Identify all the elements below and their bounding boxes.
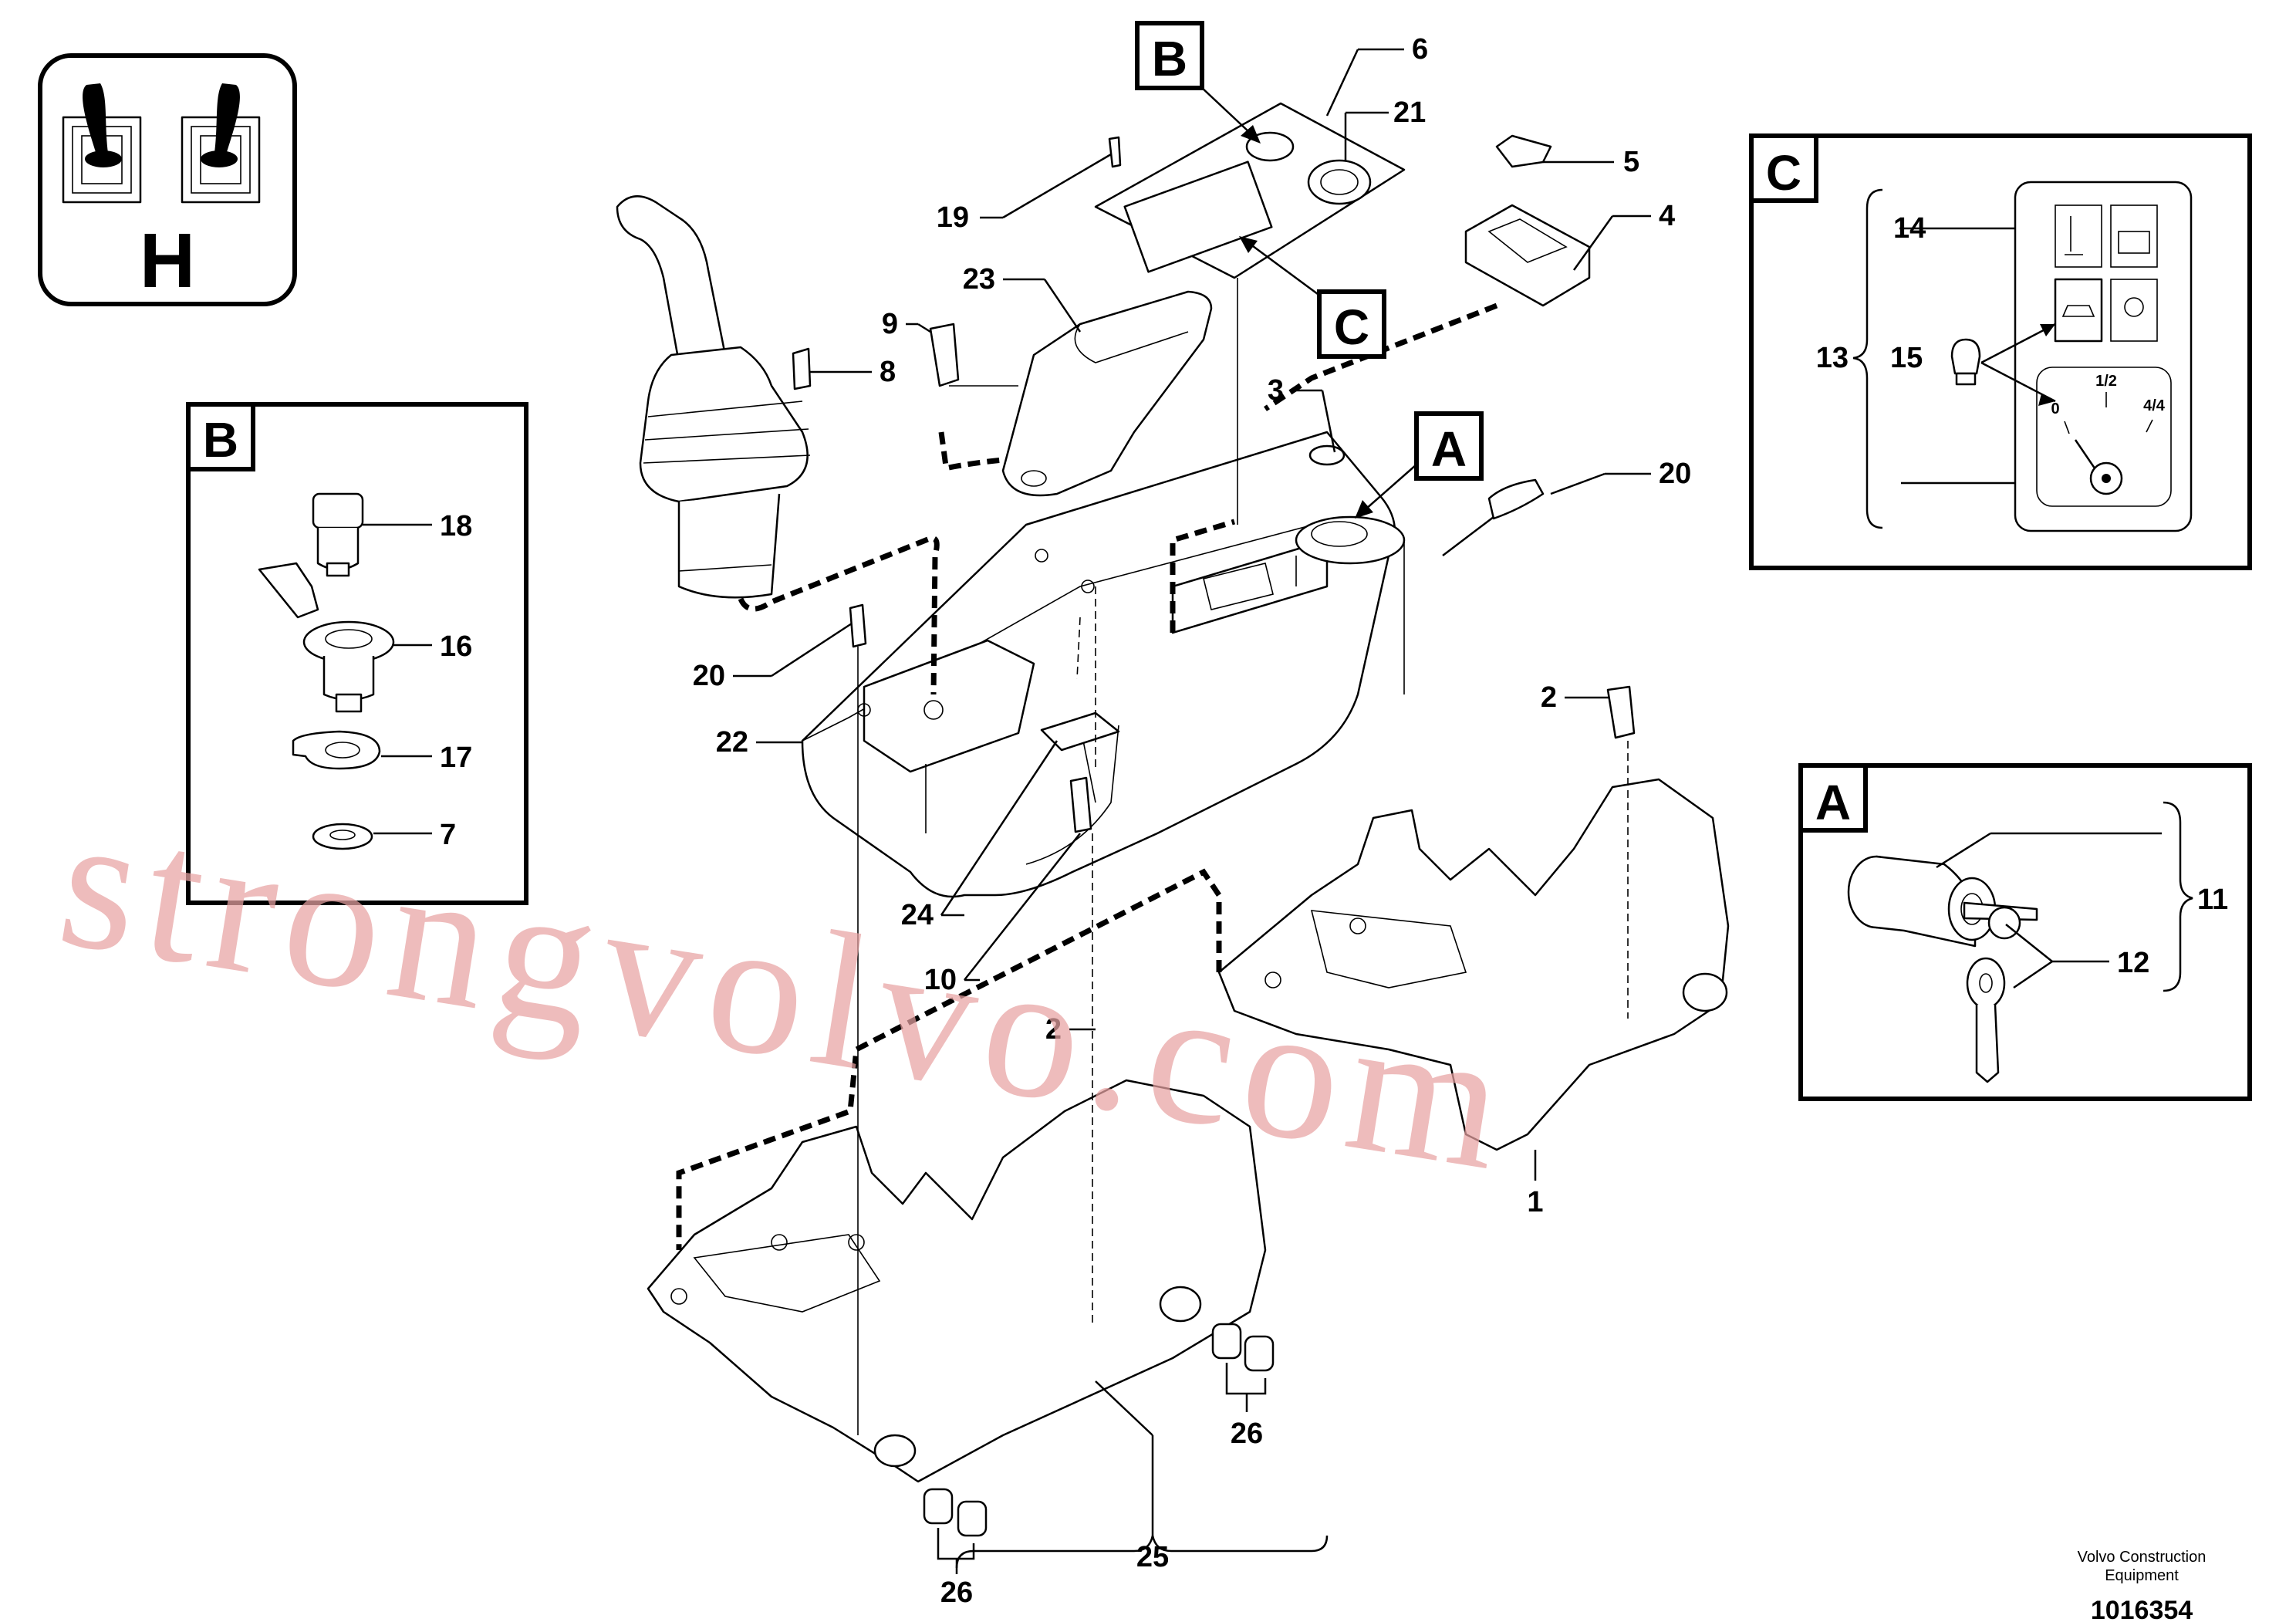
label-22: 22 (716, 726, 748, 759)
symbol-letter: H (140, 218, 195, 304)
callout-c-letter: C (1334, 299, 1369, 355)
gauge-half-mark: 1/2 (2095, 373, 2117, 390)
label-15: 15 (1890, 342, 1923, 374)
joystick-pattern-symbol: H (38, 53, 297, 306)
cover-23 (1001, 290, 1213, 497)
watermark-text: strongvolvo.com (47, 772, 1526, 1212)
washer-7 (312, 823, 373, 850)
detail-box-a: A 11 12 (1798, 763, 2252, 1101)
label-5: 5 (1623, 146, 1639, 178)
label-14: 14 (1893, 212, 1926, 245)
label-2-lower: 2 (1045, 1013, 1062, 1046)
lock-cylinder-18 (312, 492, 364, 577)
panel-6 (1094, 102, 1406, 279)
label-17: 17 (440, 742, 472, 774)
label-11: 11 (2197, 884, 2228, 916)
label-18: 18 (440, 510, 472, 542)
callout-c: C (1239, 236, 1386, 359)
label-2-upper: 2 (1541, 681, 1557, 714)
dashed-links (676, 302, 1498, 1250)
console-housing-22 (801, 431, 1406, 898)
label-4: 4 (1659, 200, 1675, 232)
footer: Volvo Construction Equipment 1016354 (2078, 1549, 2207, 1622)
document-number: 1016354 (2091, 1596, 2193, 1622)
gauge-zero-mark: 0 (2051, 400, 2059, 417)
part-labels: 6 21 5 4 19 9 8 23 3 20 20 22 24 10 2 2 … (693, 33, 1692, 1609)
credit-line-1: Volvo Construction (2078, 1549, 2207, 1566)
frame-1 (1217, 778, 1730, 1151)
label-12: 12 (2117, 947, 2149, 979)
bracket-16 (258, 562, 395, 713)
label-7: 7 (440, 819, 456, 851)
callout-b-letter: B (1152, 31, 1187, 86)
ignition-switch-11 (1847, 855, 1997, 948)
label-16: 16 (440, 630, 472, 663)
detail-box-c: C 1/2 4/4 0 (1749, 133, 2252, 570)
screws (792, 136, 1636, 833)
label-3: 3 (1268, 374, 1284, 407)
gauge-full-mark: 4/4 (2143, 397, 2166, 414)
leader-lines (733, 48, 1651, 1574)
callout-a-letter: A (1431, 421, 1467, 477)
keys-12 (1963, 901, 2038, 1083)
bulb-15 (1950, 338, 1981, 386)
callout-a: A (1355, 411, 1484, 519)
covers-4-5 (1464, 134, 1591, 307)
label-24: 24 (901, 899, 934, 931)
left-joystick-icon (62, 83, 142, 204)
label-10: 10 (924, 964, 957, 996)
right-joystick-icon (181, 83, 261, 204)
detail-a-letter: A (1815, 775, 1851, 830)
label-26-left: 26 (940, 1576, 973, 1609)
label-20-right: 20 (1659, 458, 1691, 490)
detail-c-letter: C (1766, 145, 1801, 201)
label-23: 23 (963, 263, 995, 296)
detail-box-b: B 18 16 17 7 (186, 402, 528, 905)
label-13: 13 (1816, 342, 1849, 374)
assembly-lines (857, 278, 1629, 1435)
label-25: 25 (1136, 1541, 1169, 1573)
label-1: 1 (1527, 1186, 1543, 1218)
bushings-26 (923, 1323, 1275, 1537)
label-21: 21 (1393, 96, 1426, 129)
label-26-right: 26 (1231, 1418, 1263, 1450)
washer-17 (292, 730, 381, 770)
label-19: 19 (937, 201, 969, 234)
indicator-panel: 1/2 4/4 0 (2014, 181, 2193, 532)
joystick (616, 195, 811, 599)
label-20-left: 20 (693, 660, 725, 692)
credit-line-2: Equipment (2105, 1567, 2179, 1584)
detail-b-letter: B (203, 412, 238, 468)
callout-b: B (1135, 21, 1261, 144)
label-6: 6 (1412, 33, 1428, 66)
frame-25 (647, 1079, 1267, 1483)
label-8: 8 (880, 356, 896, 388)
label-9: 9 (882, 308, 898, 340)
